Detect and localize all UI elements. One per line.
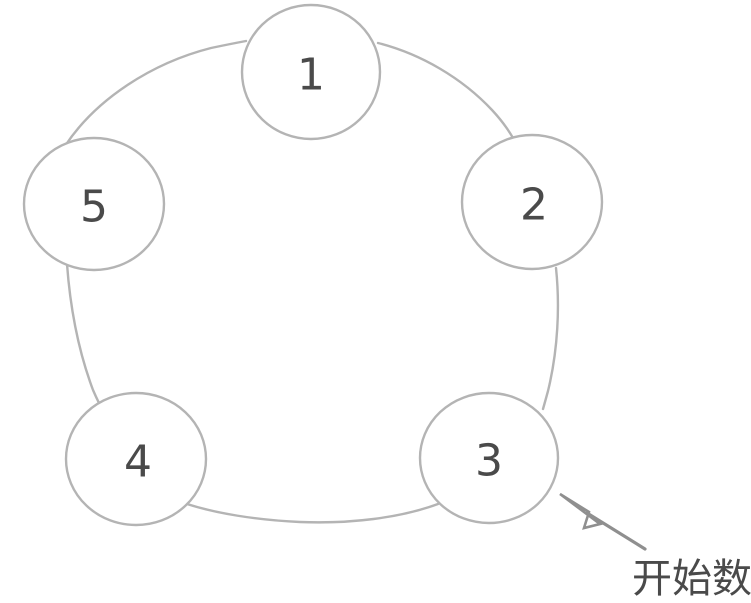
edge-node2-node3 [541,266,560,411]
node-3-circle[interactable] [418,391,560,525]
node-3-label: 3 [475,436,503,487]
node-4-circle[interactable] [64,391,208,527]
arrow-head-icon [559,492,603,530]
ring-nodes: 1 2 3 4 5 [22,3,604,527]
start-number-annotation-label: 开始数 [632,556,751,602]
edge-node4-node5 [65,262,106,414]
edge-node5-node1 [63,39,248,148]
start-annotation-arrow [559,492,647,551]
edge-node1-node2 [376,41,515,140]
node-1-circle[interactable] [240,3,382,141]
arrow-shaft [585,511,647,551]
node-2-label: 2 [520,180,548,231]
edge-node3-node4 [185,502,440,524]
node-1[interactable]: 1 [240,3,382,141]
node-5[interactable]: 5 [22,136,166,272]
node-5-label: 5 [80,182,108,233]
node-2[interactable]: 2 [460,133,604,271]
node-4-label: 4 [124,437,152,488]
node-2-circle[interactable] [460,133,604,271]
node-5-circle[interactable] [22,136,166,272]
node-1-label: 1 [297,50,325,101]
node-4[interactable]: 4 [64,391,208,527]
ring-edges [63,39,560,524]
node-3[interactable]: 3 [418,391,560,525]
